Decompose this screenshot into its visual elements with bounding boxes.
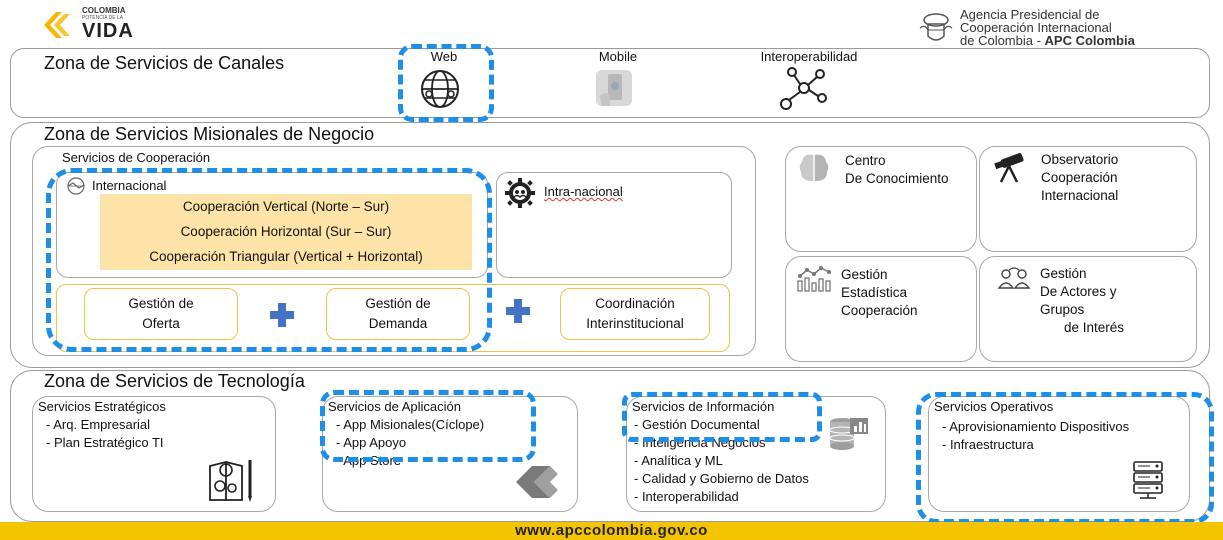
servicios-informacion-text: Servicios de Información - Gestión Docum…	[632, 398, 809, 506]
estadistica-l3: Cooperación	[841, 303, 918, 318]
coat-of-arms-icon	[919, 13, 953, 41]
operativos-item: - Infraestructura	[942, 437, 1034, 452]
coordinacion-l2: Interinstitucional	[586, 316, 684, 331]
gestion-actores-card[interactable]	[979, 256, 1197, 362]
logo-line2: POTENCIA DE LA	[82, 15, 124, 21]
gestion-oferta-text: Gestión de Oferta	[128, 294, 193, 334]
zona-tecnologia-title: Zona de Servicios de Tecnología	[44, 371, 305, 391]
gestion-demanda-l2: Demanda	[368, 316, 428, 331]
gear-people-icon	[505, 178, 535, 208]
internacional-label: Internacional	[92, 178, 167, 193]
estadistica-l2: Estadística	[841, 285, 908, 300]
actores-l4: de Interés	[1064, 320, 1125, 335]
estadistica-l1: Gestión	[841, 267, 888, 282]
servicios-operativos-text: Servicios Operativos - Aprovisionamiento…	[934, 398, 1129, 454]
informacion-item: - Calidad y Gobierno de Datos	[634, 471, 809, 486]
intranacional-box	[496, 172, 732, 278]
plus-icon	[270, 303, 294, 327]
server-rack-icon	[1133, 461, 1163, 499]
centro-l2: De Conocimiento	[845, 171, 949, 186]
channel-interop-label: Interoperabilidad	[760, 49, 858, 64]
people-group-icon	[997, 267, 1031, 289]
observatorio-label: Observatorio Cooperación Internacional	[1041, 151, 1118, 205]
agency-line3a: de Colombia -	[960, 33, 1045, 48]
channel-web-label: Web	[430, 49, 458, 64]
statistics-chart-icon	[797, 266, 831, 292]
observatorio-l1: Observatorio	[1041, 152, 1119, 167]
gestion-demanda-l1: Gestión de	[365, 296, 431, 311]
plus-icon	[506, 299, 530, 323]
database-chart-icon	[829, 418, 868, 450]
gestion-demanda-box[interactable]: Gestión de Demanda	[326, 288, 470, 340]
blueprint-gears-icon	[209, 460, 252, 502]
informacion-item: - Gestión Documental	[634, 417, 760, 432]
brain-icon	[799, 154, 829, 181]
informacion-item: - Analítica y ML	[634, 453, 723, 468]
estrategicos-title: Servicios Estratégicos	[38, 399, 166, 414]
zona-canales-title: Zona de Servicios de Canales	[44, 53, 285, 73]
aplicacion-item: - App Store	[336, 453, 402, 468]
coop-item-triangular: Cooperación Triangular (Vertical + Horiz…	[149, 249, 423, 264]
aplicacion-item: - App Misionales(Cíclope)	[336, 417, 485, 432]
servicios-cooperacion-title: Servicios de Cooperación	[62, 150, 211, 165]
gestion-oferta-l2: Oferta	[142, 316, 180, 331]
logo-line3: VIDA	[82, 20, 134, 42]
telescope-icon	[994, 153, 1024, 183]
zona-misionales-title: Zona de Servicios Misionales de Negocio	[44, 124, 375, 144]
centro-conocimiento-label: Centro De Conocimiento	[845, 152, 949, 188]
operativos-title: Servicios Operativos	[934, 399, 1054, 414]
aplicacion-title: Servicios de Aplicación	[328, 399, 461, 414]
observatorio-l3: Internacional	[1041, 188, 1119, 203]
gestion-oferta-l1: Gestión de	[128, 296, 194, 311]
colombia-logo-mark-icon	[44, 12, 70, 38]
actores-l2: De Actores y	[1040, 284, 1117, 299]
intranacional-label: Intra-nacional	[544, 184, 623, 199]
servicios-estrategicos-text: Servicios Estratégicos - Arq. Empresaria…	[38, 398, 166, 452]
observatorio-l2: Cooperación	[1041, 170, 1118, 185]
network-nodes-icon[interactable]	[778, 66, 828, 112]
servicios-aplicacion-text: Servicios de Aplicación - App Misionales…	[328, 398, 484, 470]
gestion-oferta-box[interactable]: Gestión de Oferta	[84, 288, 238, 340]
agency-line2: Cooperación Internacional	[960, 20, 1112, 35]
informacion-item: - Interoperabilidad	[634, 489, 739, 504]
channel-mobile-label: Mobile	[598, 49, 638, 64]
footer-url[interactable]: www.apccolombia.gov.co	[515, 522, 708, 539]
gestion-demanda-text: Gestión de Demanda	[365, 294, 430, 334]
footer-bar	[0, 522, 1223, 540]
logo-line1: COLOMBIA	[82, 6, 126, 15]
gestion-actores-label: Gestión De Actores y Grupos de Interés	[1040, 265, 1124, 337]
estrategicos-item: - Plan Estratégico TI	[46, 435, 164, 450]
globe-icon[interactable]	[417, 66, 463, 112]
coop-items-panel	[100, 194, 472, 270]
actores-l3: Grupos	[1040, 302, 1085, 317]
zona-canales	[10, 48, 1210, 118]
colombia-logo: COLOMBIA POTENCIA DE LA VIDA	[40, 6, 180, 44]
operativos-item: - Aprovisionamiento Dispositivos	[942, 419, 1130, 434]
informacion-item: - Inteligencia Negocios	[634, 435, 766, 450]
servicios-estrategicos-box	[32, 396, 276, 512]
coop-item-horizontal: Cooperación Horizontal (Sur – Sur)	[180, 224, 392, 239]
app-store-icon	[516, 466, 558, 498]
actores-l1: Gestión	[1040, 266, 1087, 281]
aplicacion-item: - App Apoyo	[336, 435, 407, 450]
agency-name: Agencia Presidencial de Cooperación Inte…	[960, 8, 1135, 47]
agency-line3b: APC Colombia	[1044, 33, 1135, 48]
gestion-estadistica-label: Gestión Estadística Cooperación	[841, 266, 918, 320]
coordinacion-l1: Coordinación	[595, 296, 675, 311]
handshake-globe-icon	[67, 177, 85, 195]
estrategicos-item: - Arq. Empresarial	[46, 417, 151, 432]
mobile-phone-icon[interactable]	[590, 66, 638, 110]
coop-item-vertical: Cooperación Vertical (Norte – Sur)	[182, 199, 390, 214]
gestion-estadistica-card[interactable]	[785, 256, 977, 362]
centro-l1: Centro	[845, 153, 886, 168]
agency-line1: Agencia Presidencial de	[960, 7, 1100, 22]
agency-line3: de Colombia - APC Colombia	[960, 34, 1135, 47]
informacion-title: Servicios de Información	[632, 399, 775, 414]
